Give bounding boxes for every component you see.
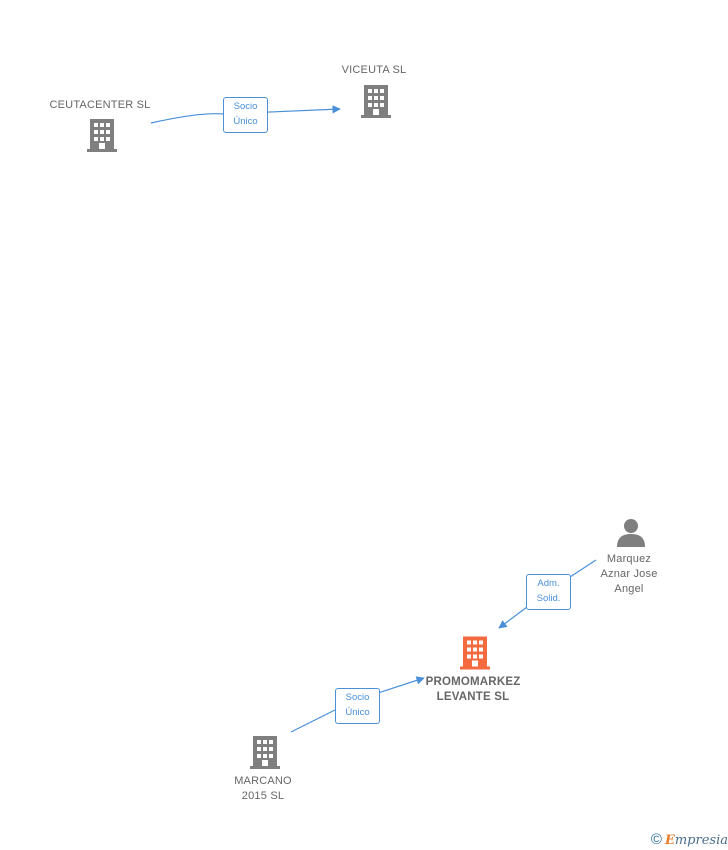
edge-marquez-promomarkez [499, 559, 597, 628]
edge-badge-adm-solid[interactable]: Adm. Solid. [526, 574, 571, 610]
edge-marcano-promomarkez [290, 678, 424, 733]
empresia-footer[interactable]: © Empresia [651, 831, 728, 848]
node-label-marquez[interactable]: Marquez Aznar Jose Angel [584, 552, 674, 597]
edge-badge-line2: Solid. [536, 593, 561, 604]
edge-badge-line1: Adm. [537, 578, 560, 589]
copyright-icon: © [650, 831, 662, 848]
node-label-marcano[interactable]: MARCANO 2015 SL [213, 774, 313, 804]
building-icon[interactable] [249, 735, 281, 770]
node-label-line: MARCANO [234, 775, 292, 787]
node-label-line: Aznar Jose [600, 568, 658, 580]
building-icon[interactable] [360, 84, 392, 119]
node-label-line: PROMOMARKEZ [425, 676, 521, 688]
edge-badge-line1: Socio [233, 101, 258, 112]
empresia-logo: Empresia [664, 832, 728, 848]
node-label-promomarkez[interactable]: PROMOMARKEZ LEVANTE SL [413, 675, 533, 705]
node-label-viceuta[interactable]: VICEUTA SL [341, 64, 407, 76]
node-label-line: 2015 SL [241, 790, 285, 802]
node-label-line: LEVANTE SL [436, 691, 510, 703]
person-icon[interactable] [616, 518, 646, 548]
edge-badge-line1: Socio [345, 692, 370, 703]
edge-badge-line2: Único [345, 707, 370, 718]
building-icon-main[interactable] [459, 635, 491, 671]
node-label-line: Angel [614, 583, 644, 595]
node-label-ceutacenter[interactable]: CEUTACENTER SL [49, 99, 151, 111]
edge-badge-socio-unico[interactable]: Socio Único [223, 97, 268, 133]
building-icon[interactable] [86, 118, 118, 153]
edge-badge-socio-unico[interactable]: Socio Único [335, 688, 380, 724]
edge-badge-line2: Único [233, 116, 258, 127]
node-label-line: Marquez [606, 553, 652, 565]
